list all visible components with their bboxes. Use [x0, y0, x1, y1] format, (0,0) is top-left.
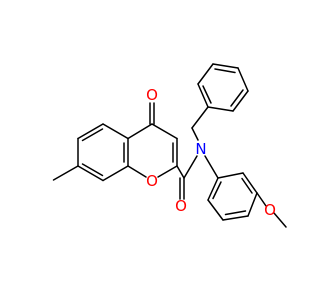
ring-oxygen-label: O — [146, 172, 158, 190]
bond — [183, 155, 198, 179]
carbonyl-oxygen-label: O — [146, 86, 158, 104]
bond — [81, 128, 104, 142]
bond — [224, 210, 247, 216]
molecule-diagram: O O O N O — [52, 63, 287, 228]
methoxy-oxygen-label: O — [264, 201, 276, 219]
bond — [214, 68, 236, 74]
bond — [212, 181, 222, 200]
bond — [52, 165, 79, 181]
bond — [151, 123, 178, 140]
bond — [77, 165, 104, 182]
bond — [204, 155, 219, 179]
bond — [273, 212, 287, 228]
bond — [242, 172, 258, 194]
bond — [217, 172, 244, 179]
bond — [157, 165, 178, 178]
bond — [81, 163, 104, 177]
amide-nitrogen-label: N — [195, 140, 206, 158]
bond — [237, 67, 249, 92]
bond — [127, 123, 153, 140]
bond — [222, 215, 249, 221]
bond — [241, 177, 253, 194]
structure-svg: O O O N O — [52, 63, 287, 228]
bond — [127, 165, 147, 178]
bond — [202, 85, 212, 104]
bond — [256, 192, 267, 207]
bond — [207, 106, 234, 112]
bond — [176, 165, 185, 179]
bond — [207, 177, 219, 201]
atom-labels: O O O N O — [146, 86, 276, 219]
bond — [102, 165, 129, 182]
amide-oxygen-label: O — [175, 197, 187, 215]
bond — [191, 127, 199, 141]
bond — [102, 123, 129, 140]
bond — [212, 63, 239, 69]
bond — [230, 89, 244, 107]
bond — [197, 63, 214, 85]
bond — [232, 90, 249, 112]
bond — [207, 199, 224, 221]
bond — [247, 192, 258, 217]
bonds — [52, 63, 287, 228]
bond — [197, 83, 209, 108]
bond — [77, 123, 104, 140]
bond — [191, 106, 209, 129]
